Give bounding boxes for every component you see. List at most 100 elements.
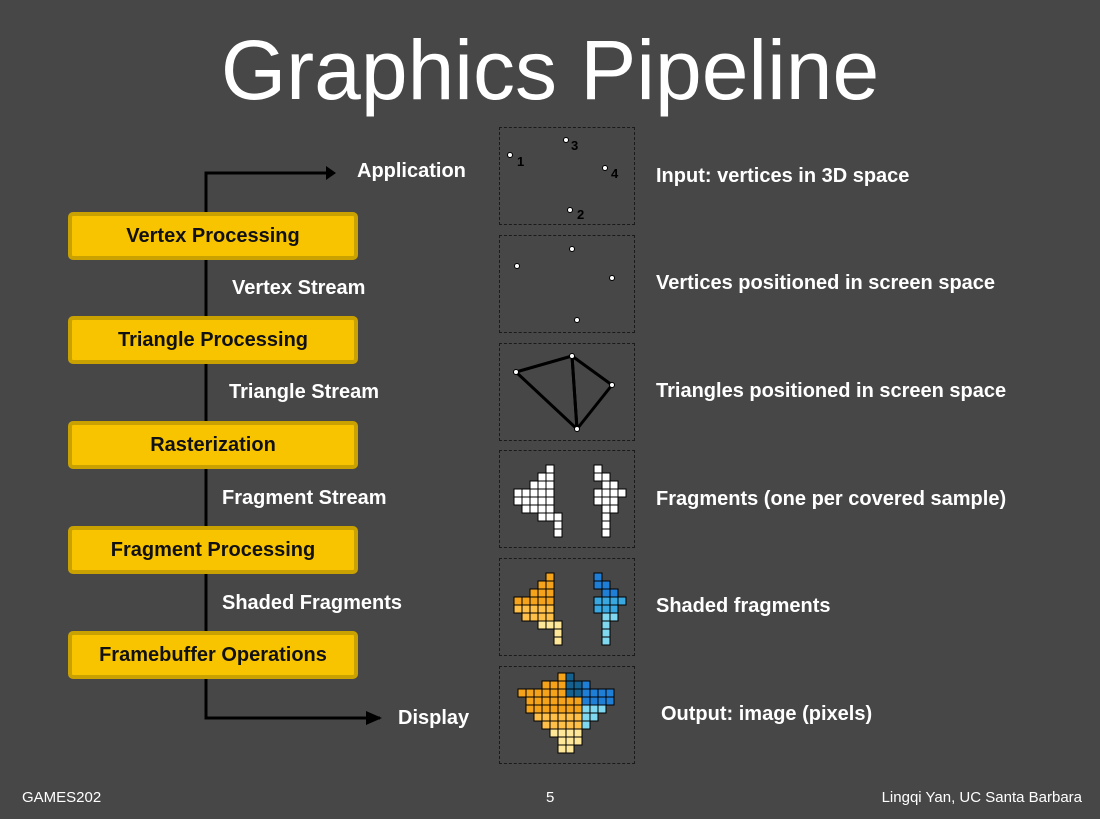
fragment-pixel — [541, 696, 551, 706]
triangle-stream-label: Triangle Stream — [229, 381, 380, 403]
vertex-label-4: 4 — [611, 166, 619, 181]
fragment-pixel — [565, 736, 575, 746]
fragment-pixel — [597, 688, 607, 698]
fragment-pixel — [597, 704, 607, 714]
fragment-pixel — [517, 688, 527, 698]
fragment-pixel — [589, 696, 599, 706]
fragment-pixel — [549, 720, 559, 730]
fragment-pixel — [601, 580, 611, 590]
fragment-pixel — [549, 680, 559, 690]
vertex-label-2: 2 — [577, 207, 584, 222]
fragment-pixel — [521, 496, 531, 506]
fragment-pixel — [589, 688, 599, 698]
caption-input-vertices: Input: vertices in 3D space — [656, 165, 910, 187]
fragment-pixel — [557, 672, 567, 682]
fragment-pixel — [541, 720, 551, 730]
fragment-pixel — [553, 628, 563, 638]
fragment-pixel — [573, 712, 583, 722]
fragment-pixel — [533, 688, 543, 698]
fragment-pixel — [545, 512, 555, 522]
fragment-pixel — [609, 588, 619, 598]
fragment-pixel — [617, 596, 627, 606]
fragment-pixel — [557, 712, 567, 722]
application-arrowhead — [326, 166, 336, 180]
fragment-pixel — [593, 596, 603, 606]
fragment-pixel — [565, 704, 575, 714]
fragment-pixel — [601, 488, 611, 498]
fragment-pixel — [605, 696, 615, 706]
vertex-label-1: 1 — [517, 154, 524, 169]
fragment-pixel — [557, 728, 567, 738]
fragment-pixel — [601, 472, 611, 482]
fragment-pixel — [529, 504, 539, 514]
fragment-pixel — [609, 496, 619, 506]
fragment-pixel — [593, 496, 603, 506]
fragment-pixel — [537, 620, 547, 630]
fragment-pixel — [549, 704, 559, 714]
fragment-pixel — [581, 720, 591, 730]
stage-vertex-processing: Vertex Processing — [68, 212, 358, 260]
fragment-pixel — [537, 472, 547, 482]
fragment-pixel — [565, 712, 575, 722]
fragment-pixel — [557, 736, 567, 746]
fragment-pixel — [557, 680, 567, 690]
fragment-pixel — [593, 572, 603, 582]
fragment-pixel — [541, 688, 551, 698]
fragment-pixel — [601, 496, 611, 506]
display-arrowhead — [366, 711, 382, 725]
fragment-pixel — [601, 620, 611, 630]
fragment-pixel — [581, 680, 591, 690]
fragment-pixel — [557, 696, 567, 706]
fragment-pixel — [565, 744, 575, 754]
fragment-pixel — [513, 604, 523, 614]
fragment-pixel — [513, 496, 523, 506]
panel-shaded-fragments — [499, 558, 635, 656]
stage-rasterization: Rasterization — [68, 421, 358, 469]
application-label: Application — [357, 160, 466, 182]
fragment-pixel — [553, 528, 563, 538]
fragment-pixel — [521, 612, 531, 622]
fragment-pixel — [553, 636, 563, 646]
fragment-pixel — [617, 488, 627, 498]
fragment-pixel — [573, 696, 583, 706]
fragment-pixel — [549, 728, 559, 738]
fragment-pixel — [537, 588, 547, 598]
fragment-pixel — [545, 588, 555, 598]
fragment-pixel — [545, 464, 555, 474]
fragment-pixel — [609, 596, 619, 606]
fragment-pixel — [529, 488, 539, 498]
fragment-pixel — [589, 712, 599, 722]
fragment-pixel — [565, 672, 575, 682]
fragment-pixel — [541, 712, 551, 722]
vertex-label-3: 3 — [571, 138, 578, 153]
fragment-pixel — [549, 696, 559, 706]
panel-fragments — [499, 450, 635, 548]
fragment-pixel — [573, 736, 583, 746]
fragment-pixel — [545, 488, 555, 498]
fragment-pixel — [601, 520, 611, 530]
fragment-pixel — [529, 612, 539, 622]
fragment-pixel — [541, 704, 551, 714]
vertex-stream-label: Vertex Stream — [232, 277, 366, 299]
fragment-pixel — [521, 488, 531, 498]
fragment-pixel — [545, 572, 555, 582]
fragment-pixel — [525, 688, 535, 698]
fragment-pixel — [609, 604, 619, 614]
panel-output-image — [499, 666, 635, 764]
fragment-pixel — [537, 480, 547, 490]
fragment-pixel — [521, 504, 531, 514]
fragment-pixel — [609, 488, 619, 498]
fragment-pixel — [529, 496, 539, 506]
fragment-pixel — [601, 612, 611, 622]
slide-title: Graphics Pipeline — [220, 23, 880, 117]
fragment-pixel — [545, 620, 555, 630]
fragment-pixel — [553, 620, 563, 630]
fragment-pixel — [609, 480, 619, 490]
fragment-pixel — [601, 504, 611, 514]
fragment-pixel — [545, 612, 555, 622]
fragment-pixel — [593, 580, 603, 590]
fragment-pixel — [573, 728, 583, 738]
fragment-pixel — [537, 604, 547, 614]
display-label: Display — [398, 707, 470, 729]
fragment-pixel — [541, 680, 551, 690]
